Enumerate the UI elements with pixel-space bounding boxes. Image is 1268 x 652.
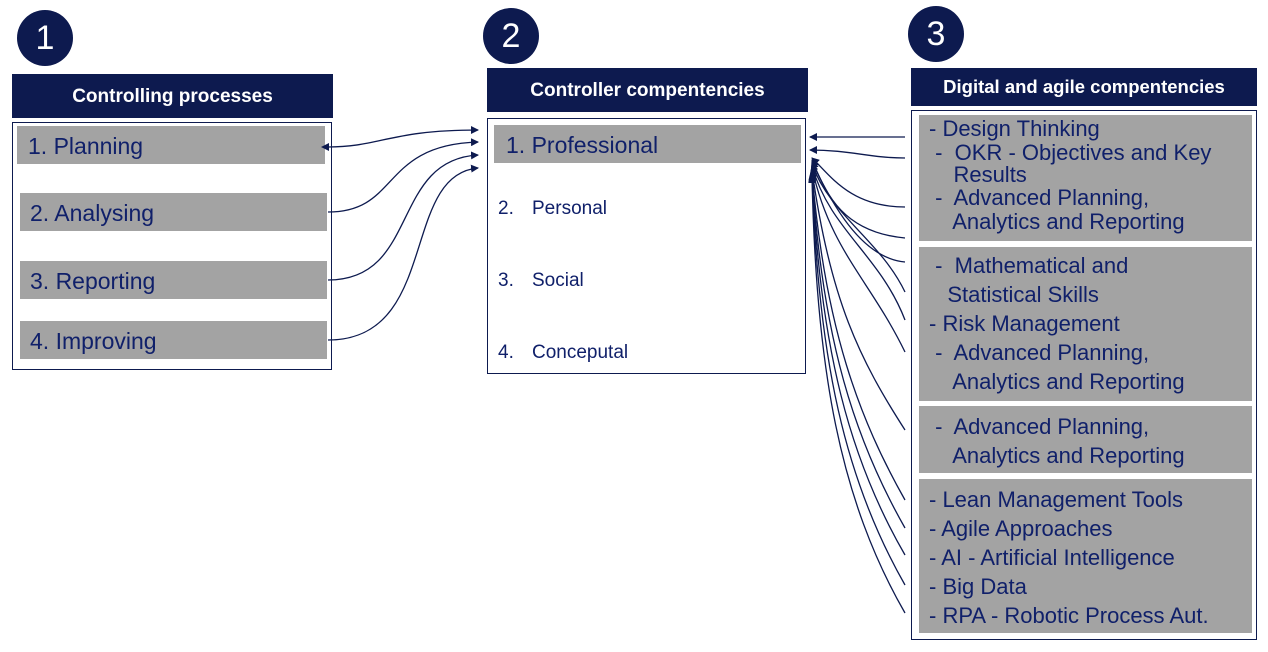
digital-line: Results bbox=[929, 162, 1027, 187]
competency-label: Social bbox=[532, 270, 584, 291]
digital-line: - Advanced Planning, bbox=[929, 185, 1150, 210]
digital-line: Analytics and Reporting bbox=[929, 369, 1185, 394]
arrow-math-stats bbox=[811, 161, 906, 263]
digital-line: - RPA - Robotic Process Aut. bbox=[929, 603, 1209, 628]
processes-header: Controlling processes bbox=[12, 74, 333, 118]
arrow-advanced-planning-2 bbox=[809, 167, 906, 353]
arrow-risk-management bbox=[810, 165, 906, 321]
arrow-big-data bbox=[808, 174, 906, 586]
digital-group-3: - Advanced Planning, Analytics and Repor… bbox=[919, 406, 1252, 473]
digital-line: - Risk Management bbox=[929, 311, 1120, 336]
arrow-math-stats-2 bbox=[810, 163, 906, 293]
digital-group-1: - Design Thinking - OKR - Objectives and… bbox=[919, 115, 1252, 241]
digital-line: - Advanced Planning, bbox=[929, 414, 1150, 439]
digital-line: - Mathematical and bbox=[929, 253, 1129, 278]
digital-line: - Design Thinking bbox=[929, 116, 1100, 141]
competency-item-professional: 1. Professional bbox=[494, 125, 801, 163]
process-item-analysing: 2. Analysing bbox=[20, 193, 327, 231]
controller-header: Controller compentencies bbox=[487, 68, 808, 112]
digital-line: - Advanced Planning, bbox=[929, 340, 1150, 365]
step-badge-3: 3 bbox=[908, 6, 964, 62]
digital-line: Analytics and Reporting bbox=[929, 443, 1185, 468]
digital-line: Statistical Skills bbox=[929, 282, 1099, 307]
digital-line: - Big Data bbox=[929, 574, 1027, 599]
digital-group-2: - Mathematical and Statistical Skills - … bbox=[919, 247, 1252, 401]
competency-number: 3. bbox=[498, 270, 514, 291]
arrow-improving-to-competencies bbox=[327, 164, 479, 341]
digital-line: Analytics and Reporting bbox=[929, 209, 1185, 234]
arrow-okr bbox=[809, 146, 906, 159]
arrow-lean-management bbox=[808, 171, 906, 501]
arrow-advanced-planning-3 bbox=[808, 169, 906, 431]
arrow-ai bbox=[808, 173, 906, 556]
digital-line: - Agile Approaches bbox=[929, 516, 1113, 541]
arrow-analysing-to-competencies bbox=[327, 138, 479, 213]
competency-label: Personal bbox=[532, 198, 607, 219]
step-badge-1: 1 bbox=[17, 10, 73, 66]
competency-label: Conceputal bbox=[532, 342, 629, 363]
digital-group-4: - Lean Management Tools - Agile Approach… bbox=[919, 479, 1252, 633]
competency-number: 2. bbox=[498, 198, 514, 219]
competency-item-conceputal: 4. Conceputal bbox=[498, 342, 628, 364]
competency-number: 4. bbox=[498, 342, 514, 363]
digital-line: - OKR - Objectives and Key bbox=[929, 140, 1212, 165]
digital-line: - AI - Artificial Intelligence bbox=[929, 545, 1175, 570]
process-item-improving: 4. Improving bbox=[20, 321, 327, 359]
arrow-rpa bbox=[808, 175, 906, 614]
digital-header: Digital and agile compentencies bbox=[911, 68, 1257, 106]
process-item-planning: 1. Planning bbox=[17, 126, 325, 164]
arrow-agile-approaches bbox=[808, 172, 906, 529]
competency-item-personal: 2. Personal bbox=[498, 198, 607, 220]
competency-item-social: 3. Social bbox=[498, 270, 584, 292]
step-badge-2: 2 bbox=[483, 8, 539, 64]
digital-line: - Lean Management Tools bbox=[929, 487, 1183, 512]
arrow-planning-to-competencies bbox=[321, 126, 479, 151]
arrow-reporting-to-competencies bbox=[327, 151, 479, 281]
process-item-reporting: 3. Reporting bbox=[20, 261, 327, 299]
